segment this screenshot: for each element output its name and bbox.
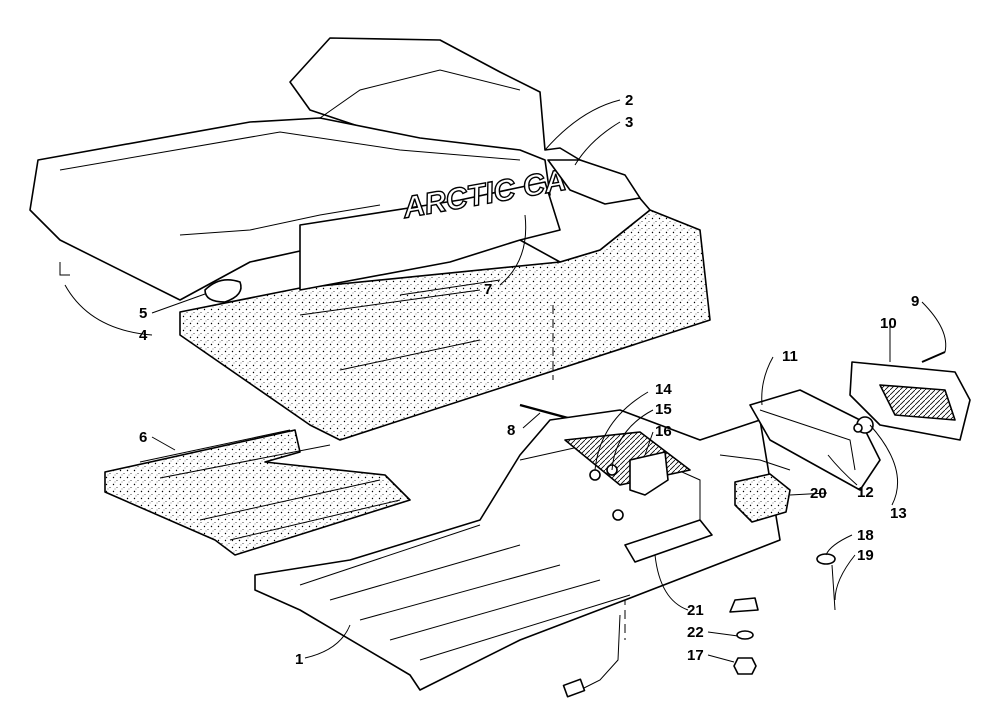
mount-pad <box>729 597 759 613</box>
seat-grip <box>204 279 242 303</box>
callout-16: 16 <box>655 423 672 440</box>
callout-18: 18 <box>857 527 874 544</box>
callout-15: 15 <box>655 401 672 418</box>
seat-rod <box>519 403 569 420</box>
callout-10: 10 <box>880 315 897 332</box>
seat-side-panel <box>299 181 561 291</box>
callout-2: 2 <box>625 92 633 109</box>
callout-17: 17 <box>687 647 704 664</box>
bracket <box>589 451 669 521</box>
wire-harness <box>579 614 621 691</box>
callouts: 1 2 3 4 5 6 7 8 9 10 11 12 13 14 15 16 1… <box>139 92 919 668</box>
callout-5: 5 <box>139 305 147 322</box>
seat-clip <box>59 262 70 276</box>
callout-11: 11 <box>782 348 798 365</box>
screw-14 <box>589 469 601 481</box>
seat-assembly: ARCTIC CAT <box>29 37 711 441</box>
callout-7: 7 <box>484 281 492 298</box>
callout-6: 6 <box>139 429 147 446</box>
leader-lines <box>64 99 947 663</box>
callout-13: 13 <box>890 505 907 522</box>
washer <box>736 630 754 640</box>
lens-screw <box>921 351 946 363</box>
callout-20: 20 <box>810 485 827 502</box>
wire-connector <box>562 678 586 698</box>
seat-base <box>179 209 711 441</box>
callout-22: 22 <box>687 624 704 641</box>
seat-rear-cap <box>547 159 641 205</box>
nut <box>733 657 757 675</box>
foam-pad <box>104 429 411 556</box>
callout-21: 21 <box>687 602 704 619</box>
callout-1: 1 <box>295 651 303 668</box>
callout-14: 14 <box>655 381 672 398</box>
callout-8: 8 <box>507 422 515 439</box>
taillight-housing <box>749 389 881 491</box>
taillight-assembly <box>719 351 971 491</box>
callout-3: 3 <box>625 114 633 131</box>
tray-reflector <box>624 519 713 563</box>
callout-4: 4 <box>139 327 148 344</box>
callout-19: 19 <box>857 547 874 564</box>
callout-12: 12 <box>857 484 874 501</box>
bolt <box>831 564 836 611</box>
grommet <box>816 553 836 565</box>
bulb-socket <box>853 423 863 433</box>
foam-block <box>734 473 791 523</box>
callout-9: 9 <box>911 293 919 310</box>
